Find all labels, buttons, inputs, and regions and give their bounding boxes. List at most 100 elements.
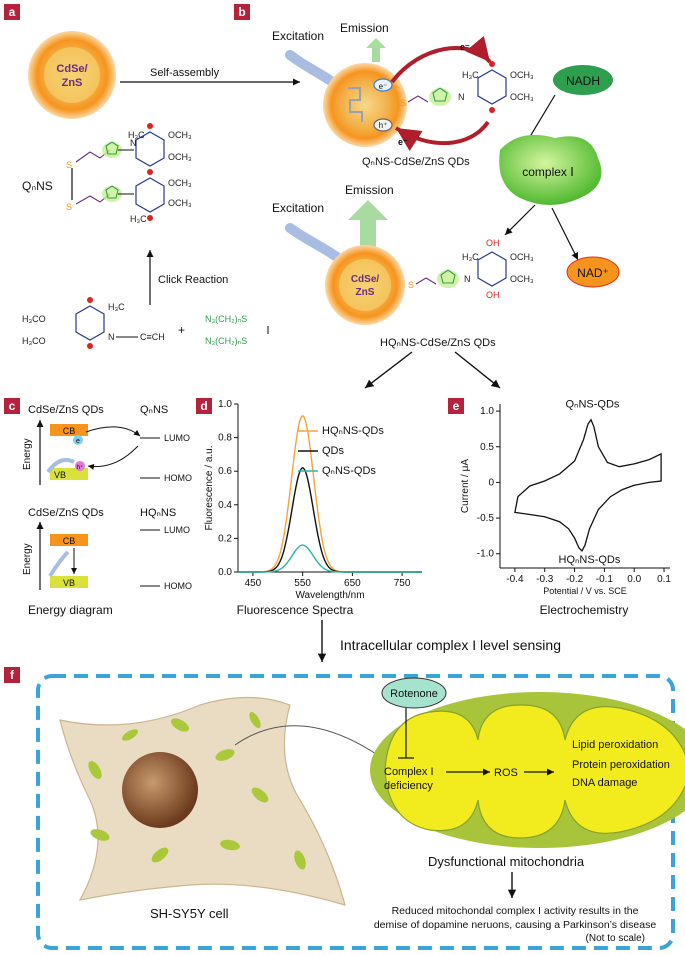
svg-text:H₃C: H₃C [128, 130, 145, 140]
energy-axis-top: Energy [22, 438, 33, 470]
qd-core-a [44, 47, 100, 103]
y-axis-label: Current / μA [460, 459, 471, 513]
svg-text:VB: VB [63, 578, 75, 588]
excitation-top-label: Excitation [272, 29, 324, 43]
rotenone-label: Rotenone [390, 688, 438, 700]
panel-e-label: e [453, 399, 460, 413]
y-tick-label: -0.5 [477, 513, 495, 524]
svg-text:N₃(CH₂)ₙS: N₃(CH₂)ₙS [205, 336, 247, 346]
x-tick-label: 550 [294, 578, 311, 589]
svg-text:OCH₃: OCH₃ [510, 252, 534, 262]
series-line-2 [238, 544, 422, 573]
panel-a-badge [4, 4, 20, 20]
electrochem-caption: Electrochemistry [540, 603, 629, 617]
panel-b-badge [234, 4, 250, 20]
panel-f: f SH-SY5Y cell Rotenone Complex I defici… [4, 667, 685, 950]
x-tick-label: -0.4 [506, 574, 524, 585]
excitation-arrow-bottom [285, 223, 343, 263]
complex-to-nad-arrow [551, 207, 579, 261]
svg-text:h⁺: h⁺ [77, 464, 84, 471]
panel-a-label: a [9, 5, 16, 19]
conclusion-line-1: Reduced mitochondal complex I activity r… [392, 905, 639, 917]
panel-f-badge [4, 667, 20, 683]
x-tick-label: -0.3 [536, 574, 554, 585]
svg-text:OCH₃: OCH₃ [168, 130, 192, 140]
nad-oval [566, 256, 620, 288]
x-tick-label: -0.2 [566, 574, 584, 585]
y-tick-label: 0.4 [218, 500, 232, 511]
svg-text:OCH₃: OCH₃ [510, 70, 534, 80]
emission-bottom-label: Emission [345, 183, 394, 197]
svg-text:H₃CO: H₃CO [22, 314, 46, 324]
self-assembly-label: Self-assembly [150, 67, 220, 79]
panel-d-label: d [200, 399, 207, 413]
electron-transfer-arrow [390, 35, 492, 84]
qd-particle-b-top [323, 63, 407, 147]
svg-text:C≡CH: C≡CH [140, 332, 165, 342]
x-axis-label: Potential / V vs. SCE [543, 586, 627, 596]
x-tick-label: 0.0 [627, 574, 641, 585]
energy-bottom-left: CdSe/ZnS QDs [28, 507, 104, 519]
svg-text:HOMO: HOMO [164, 473, 192, 483]
panel-b-label: b [238, 5, 245, 19]
svg-text:N: N [458, 92, 465, 102]
plus-sign: + [178, 323, 185, 337]
energy-top-left: CdSe/ZnS QDs [28, 404, 104, 416]
cb-band-bottom [50, 534, 88, 546]
y-tick-label: 0.5 [480, 442, 494, 453]
y-tick-label: 0.2 [218, 533, 232, 544]
panel-c-label: c [9, 399, 16, 413]
svg-text:H₃C: H₃C [108, 302, 125, 312]
quinone-reactant: H₃CO H₃CO H₃C N C≡CH [22, 297, 165, 349]
svg-text:OCH₃: OCH₃ [510, 92, 534, 102]
energy-band-path [348, 87, 363, 122]
energy-bottom-right: HQₙNS [140, 507, 176, 519]
svg-text:N: N [130, 138, 137, 148]
svg-text:H₃C: H₃C [462, 252, 479, 262]
electron-label-top: e⁻ [460, 42, 470, 52]
ros-label: ROS [494, 767, 518, 779]
qd-label-b-2: ZnS [356, 287, 375, 298]
cb-band-top [50, 424, 88, 436]
energy-axis-bottom: Energy [22, 543, 33, 575]
panel-a: a CdSe/ ZnS Self-assembly QₙNS S S N H₃C… [4, 4, 300, 349]
svg-text:e: e [76, 438, 80, 445]
svg-text:S: S [66, 202, 72, 212]
panel-b: b Excitation Emission e⁻ h⁺ e⁻ e⁻ S N H₃… [234, 4, 620, 389]
dna-label: DNA damage [572, 777, 637, 789]
x-axis-label: Wavelength/nm [295, 590, 364, 601]
complex-deficiency-1: Complex I [384, 766, 434, 778]
relaxation-arrow [46, 458, 75, 474]
panel-f-label: f [10, 668, 15, 682]
svg-text:LUMO: LUMO [164, 525, 190, 535]
x-tick-label: 750 [394, 578, 411, 589]
electron-return-arrow [394, 120, 490, 152]
svg-text:N₃(CH₂)ₙS: N₃(CH₂)ₙS [205, 314, 247, 324]
qnns-qds-label: QₙNS-CdSe/ZnS QDs [362, 156, 470, 168]
series-line-1 [238, 467, 422, 573]
emission-arrow-bottom [348, 200, 388, 250]
not-to-scale: (Not to scale) [586, 933, 645, 944]
cv-curve [514, 418, 662, 552]
complex-i-blob [499, 134, 602, 205]
svg-text:H₃C: H₃C [462, 70, 479, 80]
series-line-0 [238, 414, 422, 573]
x-tick-label: 450 [245, 578, 262, 589]
qnns-label: QₙNS [22, 179, 53, 193]
svg-text:OCH₃: OCH₃ [510, 274, 534, 284]
legend-label-0: HQₙNS-QDs [322, 425, 384, 437]
svg-text:CB: CB [63, 536, 76, 546]
panel-d-badge [196, 398, 212, 414]
energy-diagram-caption: Energy diagram [28, 603, 113, 617]
svg-text:N: N [464, 274, 471, 284]
svg-text:OH: OH [486, 290, 500, 300]
qnns-structure: QₙNS S S N H₃C OCH₃ OCH₃ OCH₃ OCH₃ H₃C [22, 123, 192, 224]
cell-mitochondria [88, 711, 306, 870]
lipid-label: Lipid peroxidation [572, 739, 658, 751]
cell-nucleus [122, 752, 198, 828]
svg-text:OCH₃: OCH₃ [168, 198, 192, 208]
nadh-label: NADH [566, 74, 600, 88]
rotenone-oval [381, 677, 447, 709]
